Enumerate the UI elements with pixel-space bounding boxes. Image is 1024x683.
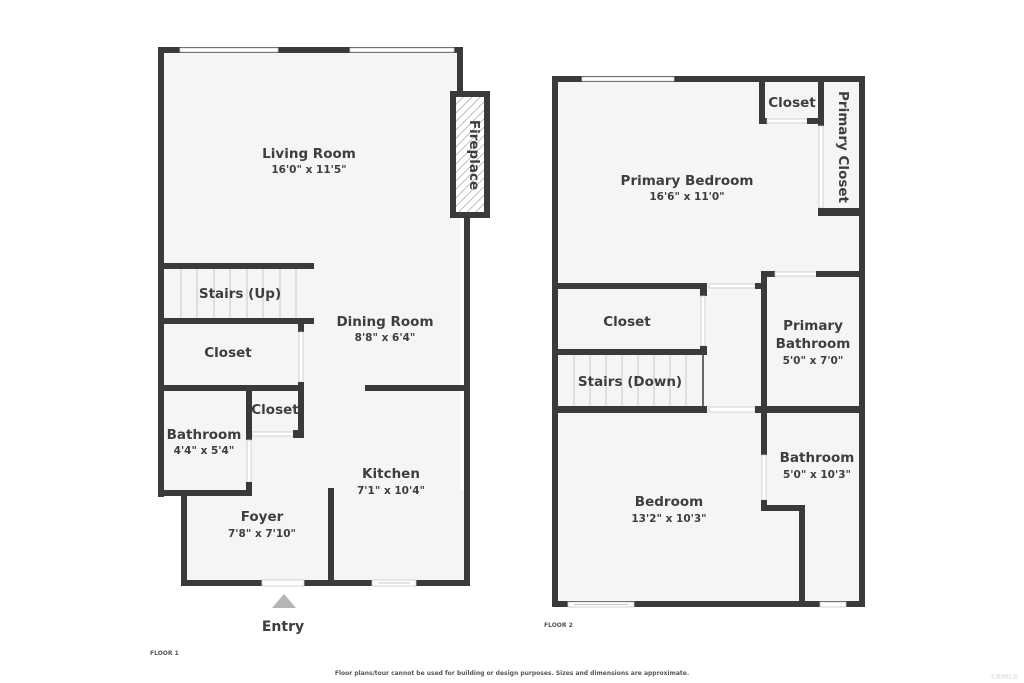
floor-2: Primary Bedroom 16'6" x 11'0" Closet Pri… — [544, 76, 865, 629]
wall — [158, 47, 463, 53]
closet-label: Closet — [204, 345, 252, 361]
wall — [755, 406, 862, 413]
wall — [365, 385, 465, 391]
watermark-logo: CRMLS — [991, 673, 1018, 681]
foyer-label: Foyer — [241, 509, 284, 525]
stairs-down-treads — [573, 355, 687, 406]
wall — [557, 406, 707, 413]
wall — [759, 78, 765, 122]
wall — [552, 601, 865, 607]
fireplace-label: Fireplace — [466, 120, 482, 190]
wall — [158, 47, 164, 497]
wall — [859, 76, 865, 607]
wall — [298, 382, 304, 438]
wall — [164, 263, 314, 269]
wall — [818, 78, 824, 126]
wall — [816, 271, 861, 277]
window — [349, 47, 455, 53]
bathroom-label: Bathroom — [780, 450, 855, 466]
wall — [464, 216, 470, 586]
floor-2-area — [557, 80, 861, 602]
primary-bathroom-label-2: Bathroom — [776, 336, 851, 352]
living-room-label: Living Room — [262, 146, 356, 162]
wall — [181, 490, 187, 586]
stairs-up-label: Stairs (Up) — [199, 286, 281, 302]
wall — [158, 490, 250, 496]
bedroom-dims: 13'2" x 10'3" — [631, 513, 706, 525]
bathroom-door — [761, 454, 767, 501]
wall — [552, 76, 558, 607]
window — [179, 47, 279, 53]
wall — [807, 118, 821, 124]
closet-door — [766, 118, 808, 124]
wall — [293, 430, 303, 438]
wall — [164, 385, 303, 391]
floor-1: Living Room 16'0" x 11'5" Fireplace Stai… — [150, 47, 490, 657]
living-room-dims: 16'0" x 11'5" — [271, 164, 346, 176]
primary-bedroom-label: Primary Bedroom — [621, 173, 754, 189]
entry-door[interactable] — [261, 579, 305, 587]
primary-bedroom-dims: 16'6" x 11'0" — [649, 191, 724, 203]
closet-door — [700, 295, 706, 347]
closet-door — [251, 431, 295, 437]
wall — [457, 47, 463, 92]
closet-door — [818, 125, 824, 209]
wall — [164, 318, 314, 324]
floor-1-area — [163, 50, 460, 493]
fireplace-hatch — [456, 97, 484, 212]
wall — [246, 430, 252, 440]
entry-arrow-icon — [272, 594, 296, 608]
wall — [181, 580, 470, 586]
wall — [298, 322, 304, 332]
bathroom-label: Bathroom — [167, 427, 242, 443]
wall — [700, 286, 707, 296]
wall — [818, 208, 862, 216]
primary-bathroom-dims: 5'0" x 7'0" — [783, 355, 844, 367]
foyer-dims: 7'8" x 7'10" — [228, 528, 296, 540]
wall — [761, 505, 805, 511]
closet-door — [298, 331, 304, 383]
primary-closet-label: Primary Closet — [835, 91, 851, 204]
wall — [761, 410, 767, 455]
closet-label: Closet — [251, 402, 299, 418]
dining-room-label: Dining Room — [336, 314, 433, 330]
wall — [761, 271, 767, 411]
dining-room-dims: 8'8" x 6'4" — [355, 332, 416, 344]
primary-bathroom-label-1: Primary — [783, 318, 843, 334]
wall — [799, 505, 805, 605]
doorway — [708, 283, 756, 289]
entry-label: Entry — [262, 619, 304, 635]
wall — [761, 271, 775, 277]
floor-1-lower-area — [185, 490, 467, 582]
wall — [328, 488, 334, 584]
doorway — [708, 406, 756, 413]
wall — [246, 390, 252, 430]
wall — [246, 482, 252, 496]
bathroom-door — [246, 439, 252, 483]
wall — [557, 283, 707, 289]
window — [774, 271, 818, 277]
disclaimer-text: Floor plans/tour cannot be used for buil… — [335, 670, 689, 677]
bathroom-dims: 4'4" x 5'4" — [174, 445, 235, 457]
wall — [759, 118, 767, 124]
closet-label: Closet — [768, 95, 816, 111]
kitchen-label: Kitchen — [362, 466, 420, 482]
stairs-up-treads — [180, 269, 297, 318]
floor-2-label: FLOOR 2 — [544, 622, 573, 629]
wall — [552, 76, 865, 82]
bedroom-label: Bedroom — [635, 494, 703, 510]
bathroom-dims: 5'0" x 10'3" — [783, 469, 851, 481]
wall — [700, 346, 707, 355]
stairs-down-label: Stairs (Down) — [578, 374, 682, 390]
kitchen-dims: 7'1" x 10'4" — [357, 485, 425, 497]
window — [819, 601, 847, 608]
closet-label: Closet — [603, 314, 651, 330]
wall — [557, 349, 707, 355]
floor-1-label: FLOOR 1 — [150, 650, 179, 657]
window — [581, 76, 675, 82]
